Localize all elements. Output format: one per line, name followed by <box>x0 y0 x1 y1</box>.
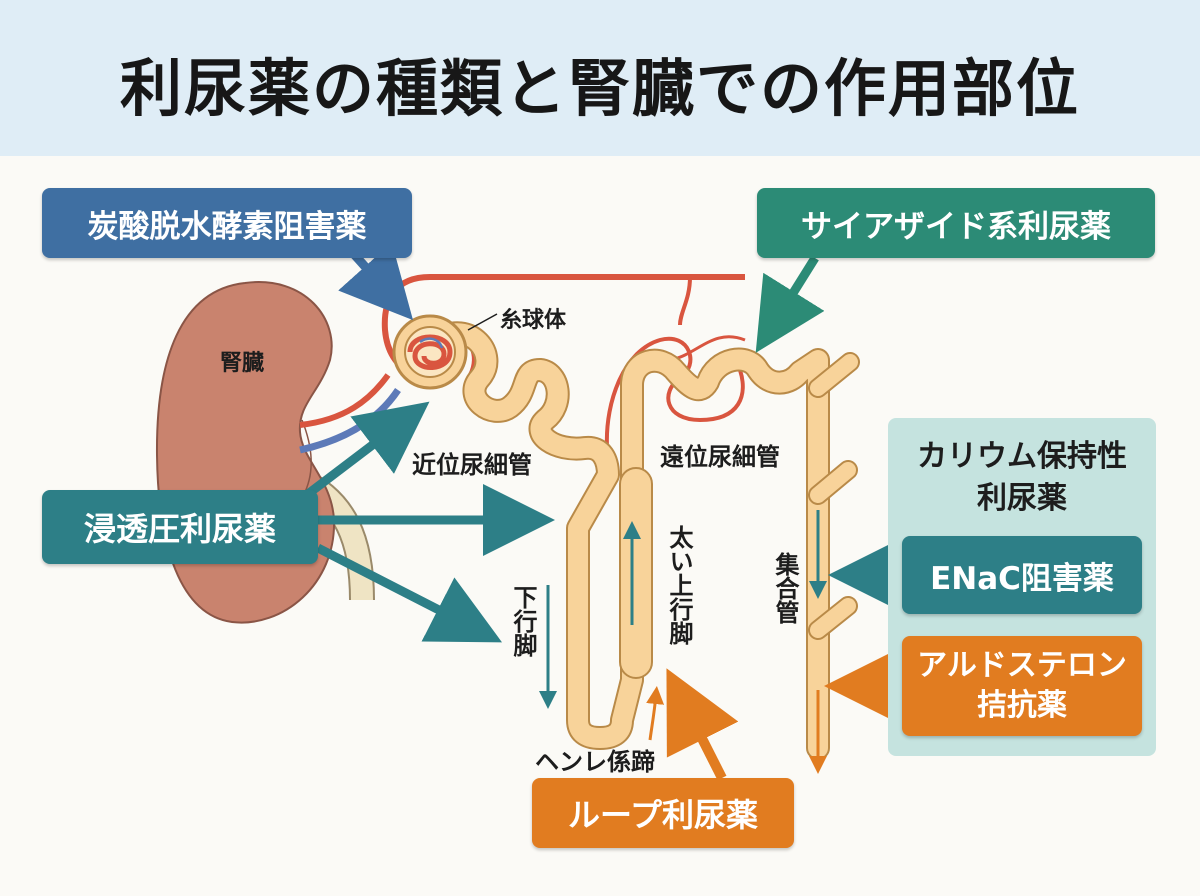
loop-diuretic-label: ループ利尿薬 <box>567 796 759 834</box>
osmotic-arrow-proximal <box>297 401 430 504</box>
potassium-sparing-title-line1: カリウム保持性 <box>917 439 1127 474</box>
page-title: 利尿薬の種類と腎臓での作用部位 <box>119 52 1080 125</box>
carbonic-anhydrase-inhibitor-label: 炭酸脱水酵素阻害薬 <box>87 208 367 245</box>
thiazide-arrow <box>755 255 825 353</box>
thiazide-diuretic-box: サイアザイド系利尿薬 <box>757 188 1155 258</box>
distal-tubule-label: 遠位尿細管 <box>660 443 780 471</box>
descending-limb-label: 下行脚 <box>509 585 537 657</box>
glomerulus-label: 糸球体 <box>500 308 567 333</box>
osmotic-diuretic-box: 浸透圧利尿薬 <box>42 490 318 564</box>
proximal-tubule-label: 近位尿細管 <box>412 451 532 479</box>
collecting-duct-branches <box>808 352 860 640</box>
loop-flow-arrow <box>646 686 665 741</box>
enac-inhibitor-box: ENaC阻害薬 <box>902 536 1142 614</box>
kidney-shape <box>155 281 336 624</box>
title-banner <box>0 0 1200 156</box>
kidney-label: 腎臓 <box>220 351 265 376</box>
loop-diuretic-box: ループ利尿薬 <box>532 778 794 848</box>
enac-inhibitor-label: ENaC阻害薬 <box>930 560 1114 597</box>
aldosterone-antagonist-line1: アルドステロン <box>917 648 1127 683</box>
loop-of-henle-label: ヘンレ係蹄 <box>535 748 655 776</box>
nephron-tubule <box>425 321 830 760</box>
glomerulus-leader <box>467 313 498 331</box>
glomerulus-icon <box>392 314 468 390</box>
aldosterone-antagonist-line2: 拮抗薬 <box>977 688 1067 723</box>
thick-ascending-limb-label: 太い上行脚 <box>665 525 693 645</box>
potassium-sparing-title: カリウム保持性 利尿薬 <box>888 436 1156 520</box>
osmotic-arrow-descending <box>315 543 503 643</box>
aldosterone-antagonist-box: アルドステロン 拮抗薬 <box>902 636 1142 736</box>
osmotic-diuretic-label: 浸透圧利尿薬 <box>83 510 276 548</box>
collecting-duct-label: 集合管 <box>771 552 799 624</box>
potassium-sparing-title-line2: 利尿薬 <box>977 481 1067 516</box>
carbonic-anhydrase-inhibitor-box: 炭酸脱水酵素阻害薬 <box>42 188 412 258</box>
loop-diuretic-arrow <box>666 668 739 781</box>
carbonic-anhydrase-arrow <box>338 242 414 321</box>
thick-ascending-limb <box>619 467 653 679</box>
thiazide-diuretic-label: サイアザイド系利尿薬 <box>801 208 1111 245</box>
